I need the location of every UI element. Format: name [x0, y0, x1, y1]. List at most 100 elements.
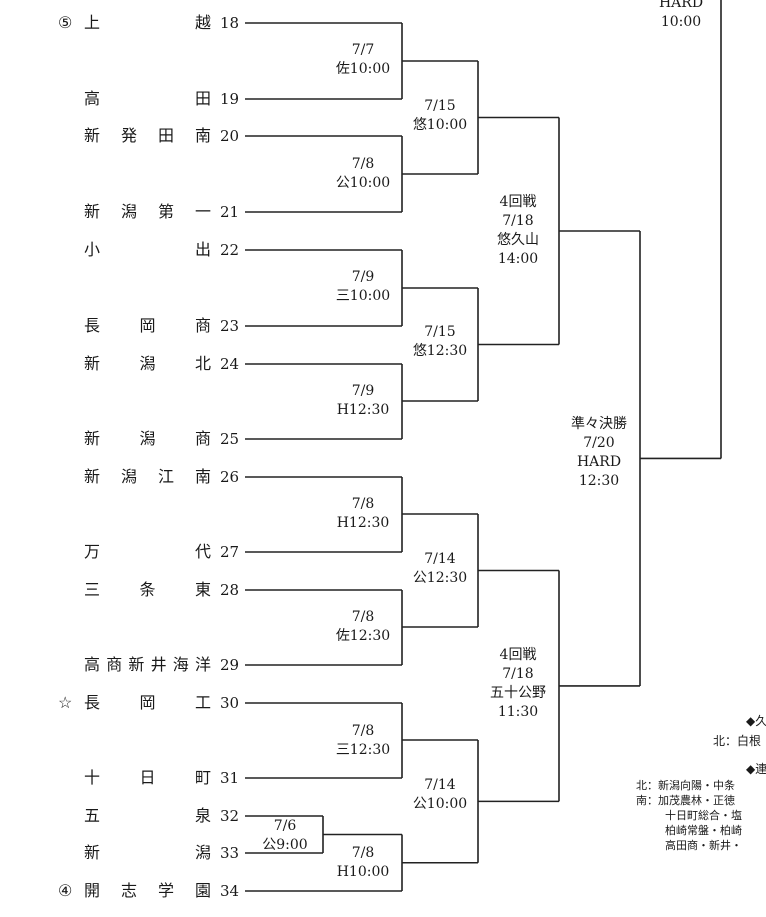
team-name-char: 高: [84, 89, 101, 108]
match-label-line: H12:30: [336, 402, 390, 418]
team-name-char: 日: [139, 768, 156, 787]
team-name: 高商新井海洋: [84, 655, 212, 675]
team-name-char: 一: [195, 202, 212, 221]
team-name-char: 商: [195, 316, 212, 335]
legend-line-1: 北：白根: [713, 734, 762, 748]
team-name-char: 町: [195, 768, 212, 787]
team-name-char: 東: [195, 580, 212, 599]
team-name-char: 代: [195, 542, 212, 561]
match-label-line: 7/20: [583, 435, 615, 451]
match-label-line: 4回戦: [499, 647, 537, 663]
legend-row-3: 十日町総合・塩: [665, 809, 742, 822]
match-label-line: 7/8: [351, 723, 375, 739]
team-number: 18: [220, 14, 240, 32]
team-name: 新潟商: [84, 429, 212, 449]
team-name-char: 潟: [139, 429, 156, 448]
team-name-char: 潟: [121, 202, 138, 221]
legend-row-4: 柏崎常盤・柏崎: [665, 824, 742, 837]
team-name-char: 南: [195, 126, 212, 145]
team-seed: ⑤: [58, 13, 73, 32]
team-name-char: 園: [195, 881, 212, 900]
match-label-line: 三12:30: [335, 742, 391, 758]
semifinal-match-label: HARD 10:00: [626, 0, 736, 32]
team-name: 開志学園: [84, 881, 212, 901]
team-name: 五泉: [84, 806, 212, 826]
match-label-line: 公10:00: [335, 175, 391, 191]
team-name-char: 北: [195, 354, 212, 373]
team-seed: ☆: [58, 693, 73, 712]
legend-row-5: 高田商・新井・: [665, 839, 742, 852]
team-name-char: 学: [158, 881, 175, 900]
team-number: 32: [220, 807, 240, 825]
team-number: 29: [220, 656, 240, 674]
team-name-char: 岡: [139, 693, 156, 712]
team-number: 22: [220, 241, 240, 259]
match-label-line: 7/8: [351, 609, 375, 625]
match-label-line: 公10:00: [412, 796, 468, 812]
match-label-line: HARD: [658, 0, 704, 11]
team-name-char: 三: [84, 580, 101, 599]
legend-header-2: ◆連: [746, 762, 766, 776]
third-round-match-label: 7/15 悠10:00: [385, 97, 495, 135]
team-name-char: 条: [139, 580, 156, 599]
team-name-char: 井: [150, 655, 167, 674]
match-label-line: 7/15: [424, 98, 456, 114]
team-name: 長岡工: [84, 693, 212, 713]
team-number: 23: [220, 317, 240, 335]
team-name-char: 洋: [195, 655, 212, 674]
team-name-char: 出: [195, 240, 212, 259]
team-number: 20: [220, 127, 240, 145]
team-name: 十日町: [84, 768, 212, 788]
team-name-char: 商: [195, 429, 212, 448]
match-label-line: HARD: [576, 454, 622, 470]
team-number: 26: [220, 468, 240, 486]
team-name-char: 新: [128, 655, 145, 674]
match-label-line: 7/9: [351, 269, 375, 285]
match-label-line: 公12:30: [412, 570, 468, 586]
match-label-line: 7/8: [351, 496, 375, 512]
team-name-char: 新: [84, 354, 101, 373]
team-number: 28: [220, 581, 240, 599]
team-name: 新潟江南: [84, 467, 212, 487]
match-label-line: 悠10:00: [412, 117, 468, 133]
team-name-char: 南: [195, 467, 212, 486]
legend-header-1: ◆久: [746, 714, 766, 728]
team-name: 新発田南: [84, 126, 212, 146]
match-label-line: 7/9: [351, 383, 375, 399]
team-name-char: 海: [172, 655, 189, 674]
match-label-line: 三10:00: [335, 288, 391, 304]
team-number: 27: [220, 543, 240, 561]
team-name: 万代: [84, 542, 212, 562]
first-round-match-label: 7/9 三10:00: [308, 268, 418, 306]
team-name-char: 潟: [195, 843, 212, 862]
team-number: 34: [220, 882, 240, 900]
match-label-line: 4回戦: [499, 194, 537, 210]
match-label-line: 7/6: [273, 818, 297, 834]
team-name-char: 新: [84, 429, 101, 448]
team-name: 高田: [84, 89, 212, 109]
team-name-char: 新: [84, 843, 101, 862]
team-name-char: 高: [84, 655, 101, 674]
team-name-char: 小: [84, 240, 101, 259]
match-label-line: 10:00: [660, 14, 702, 30]
team-name-char: 越: [195, 13, 212, 32]
match-label-line: H10:00: [336, 864, 390, 880]
team-name-char: 潟: [139, 354, 156, 373]
match-label-line: 佐10:00: [335, 61, 391, 77]
match-label-line: 悠久山: [497, 232, 539, 248]
team-name-char: 長: [84, 316, 101, 335]
team-number: 24: [220, 355, 240, 373]
match-label-line: 7/7: [351, 42, 375, 58]
legend-row-2: 南：加茂農林・正徳: [636, 794, 735, 807]
team-seed: ④: [58, 881, 73, 900]
